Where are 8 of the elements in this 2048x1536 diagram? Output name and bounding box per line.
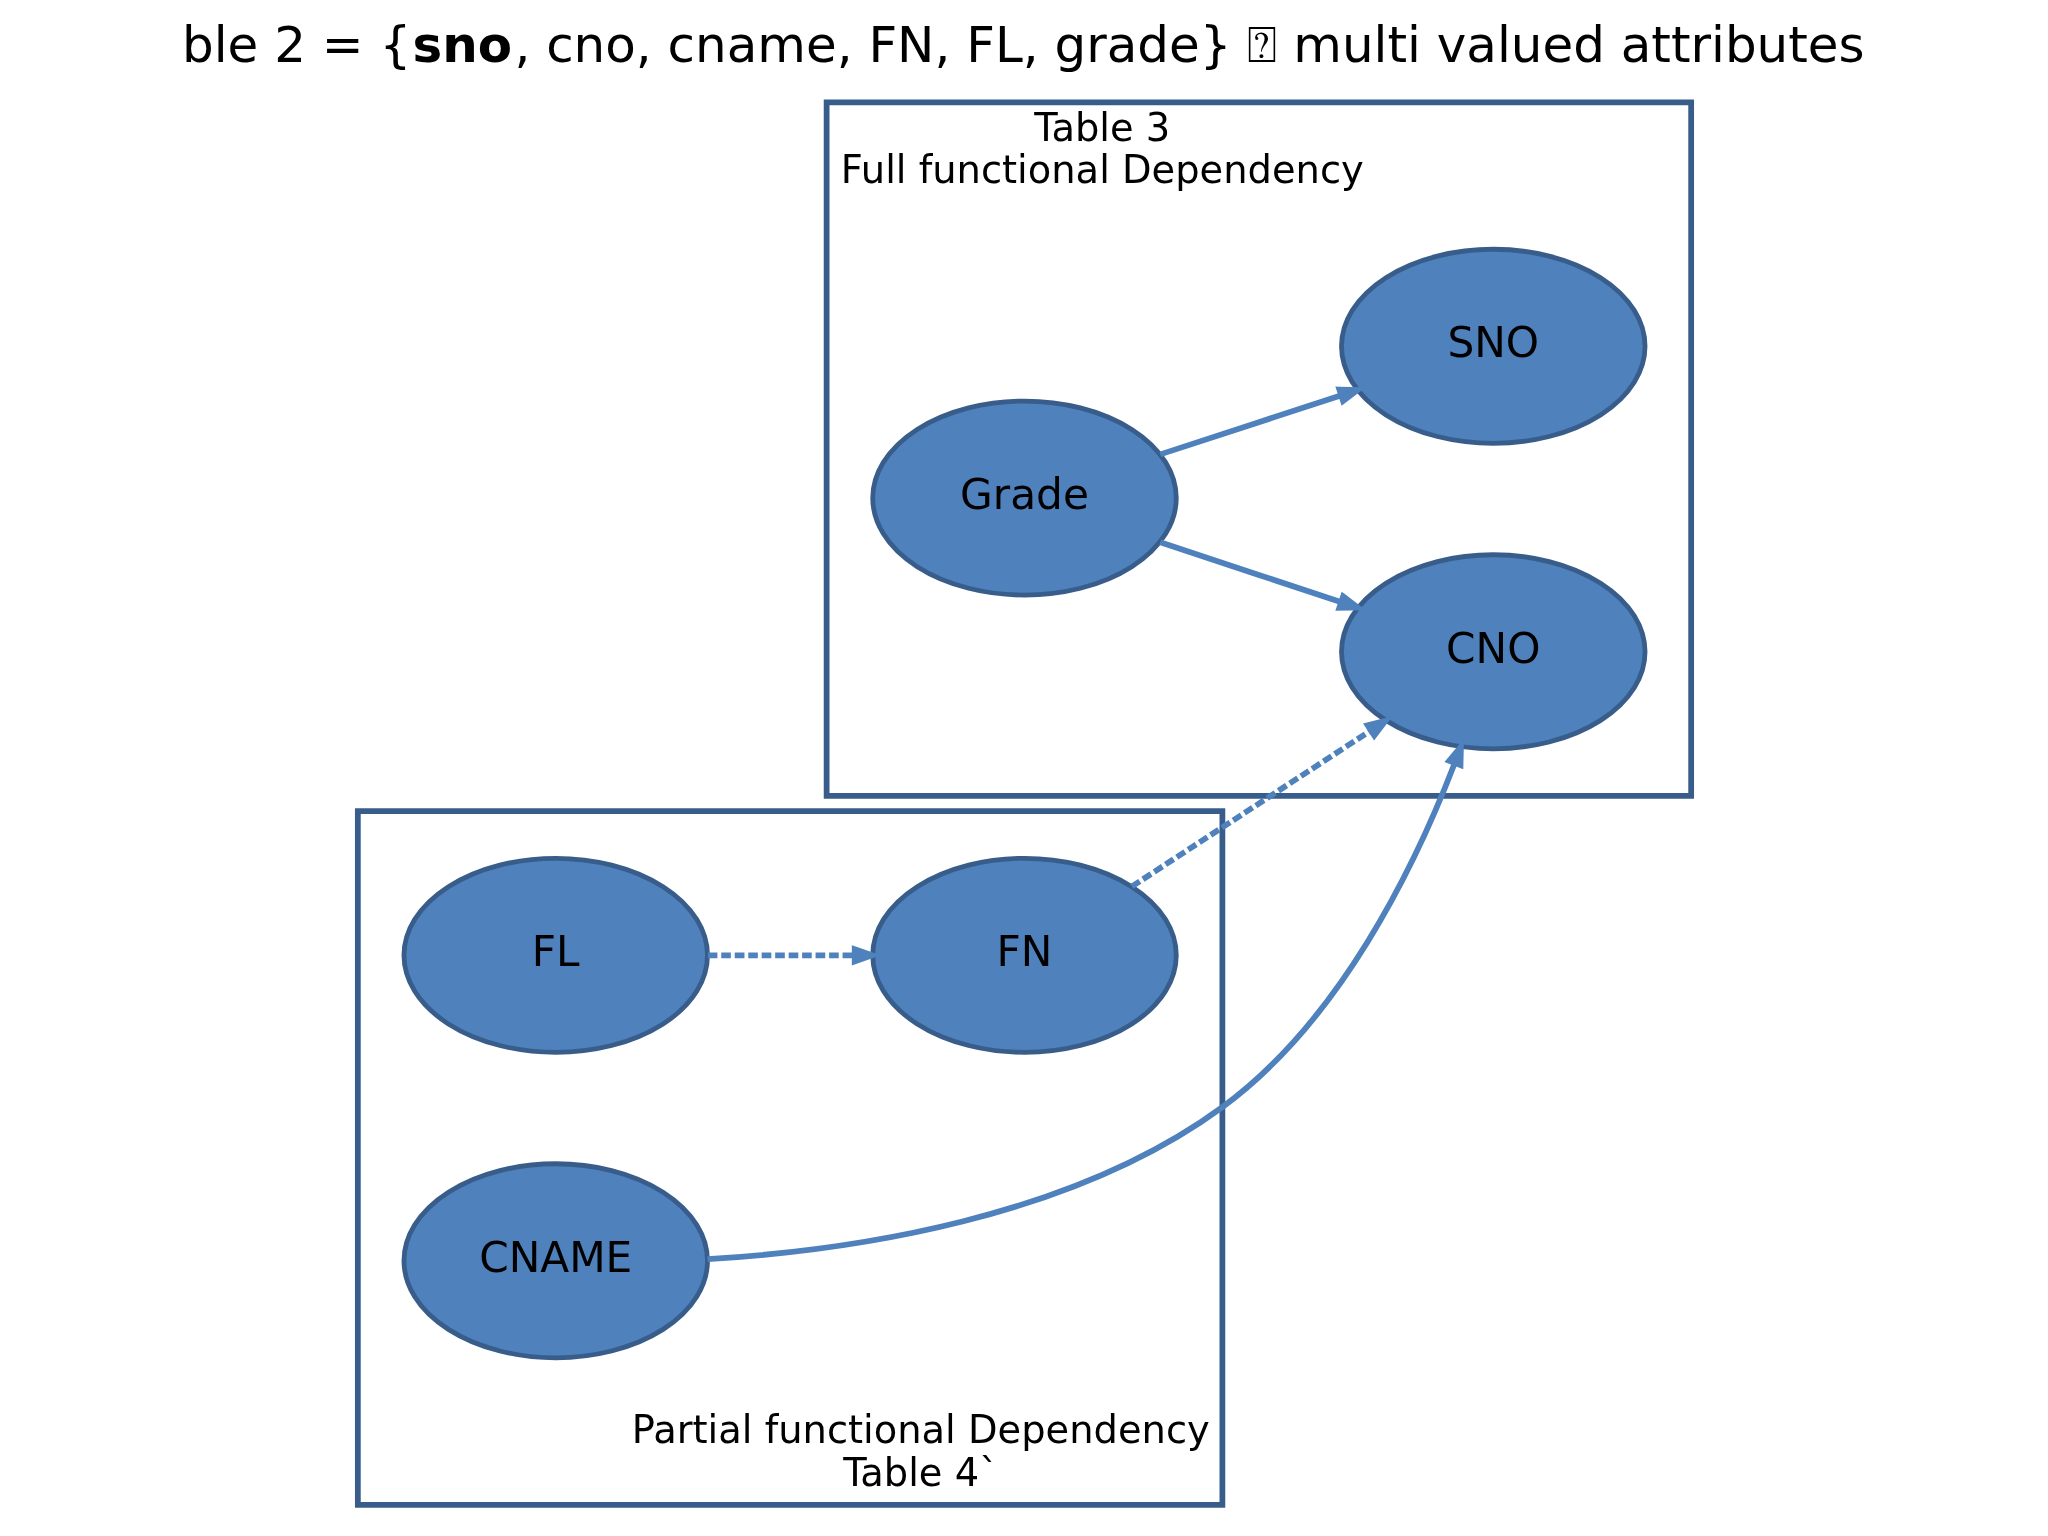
node-ellipse: FL (401, 855, 710, 1055)
node-ellipse: Grade (869, 398, 1179, 598)
node-ellipse: SNO (1338, 246, 1647, 446)
diagram-title: ble 2 = {sno, cno, cname, FN, FL, grade} ⍰ multi valued attributes (181, 15, 1865, 74)
arrow (1129, 716, 1393, 889)
node-ellipse: CNAME (401, 1161, 710, 1361)
node-ellipse: FN (869, 855, 1179, 1055)
node-ellipse: CNO (1338, 552, 1647, 752)
